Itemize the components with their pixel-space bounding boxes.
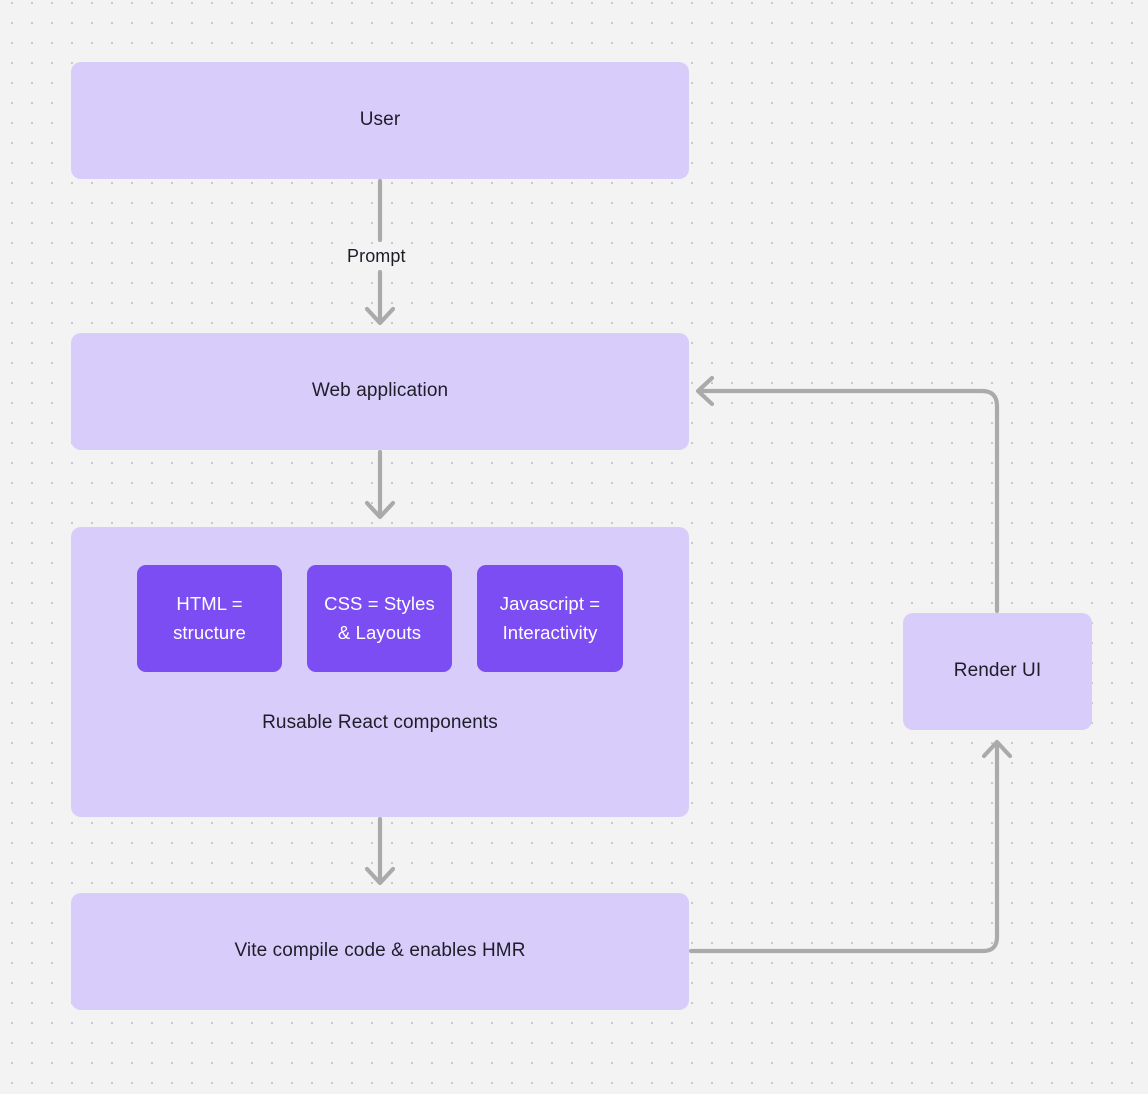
edge-components-to-vite (364, 816, 396, 886)
edge-render-to-webapp (695, 375, 1000, 614)
node-render-ui-label: Render UI (953, 660, 1042, 682)
chip-css-text: CSS = Styles & Layouts (324, 590, 435, 648)
node-web-application-label: Web application (311, 380, 449, 402)
chip-css-line2: & Layouts (337, 621, 422, 643)
chip-javascript-text: Javascript = Interactivity (500, 590, 600, 648)
node-react-components-caption: Rusable React components (262, 712, 498, 733)
node-user[interactable]: User (71, 62, 689, 179)
node-vite-label: Vite compile code & enables HMR (234, 940, 526, 962)
node-render-ui[interactable]: Render UI (903, 613, 1092, 730)
edge-label-prompt: Prompt (340, 245, 413, 268)
chip-html[interactable]: HTML = structure (137, 565, 282, 672)
chip-javascript-line2: Interactivity (502, 621, 598, 643)
chip-css-line1: CSS = Styles (324, 592, 435, 614)
node-vite[interactable]: Vite compile code & enables HMR (71, 893, 689, 1010)
chip-html-line1: HTML = (176, 592, 243, 614)
node-web-application[interactable]: Web application (71, 333, 689, 450)
node-user-label: User (359, 109, 401, 131)
chip-html-line2: structure (173, 621, 246, 643)
chip-css[interactable]: CSS = Styles & Layouts (307, 565, 452, 672)
chip-html-text: HTML = structure (173, 590, 246, 648)
chip-javascript-line1: Javascript = (499, 592, 601, 614)
edge-vite-to-render (688, 739, 1013, 954)
edge-webapp-to-components (364, 449, 396, 520)
chip-javascript[interactable]: Javascript = Interactivity (477, 565, 623, 672)
